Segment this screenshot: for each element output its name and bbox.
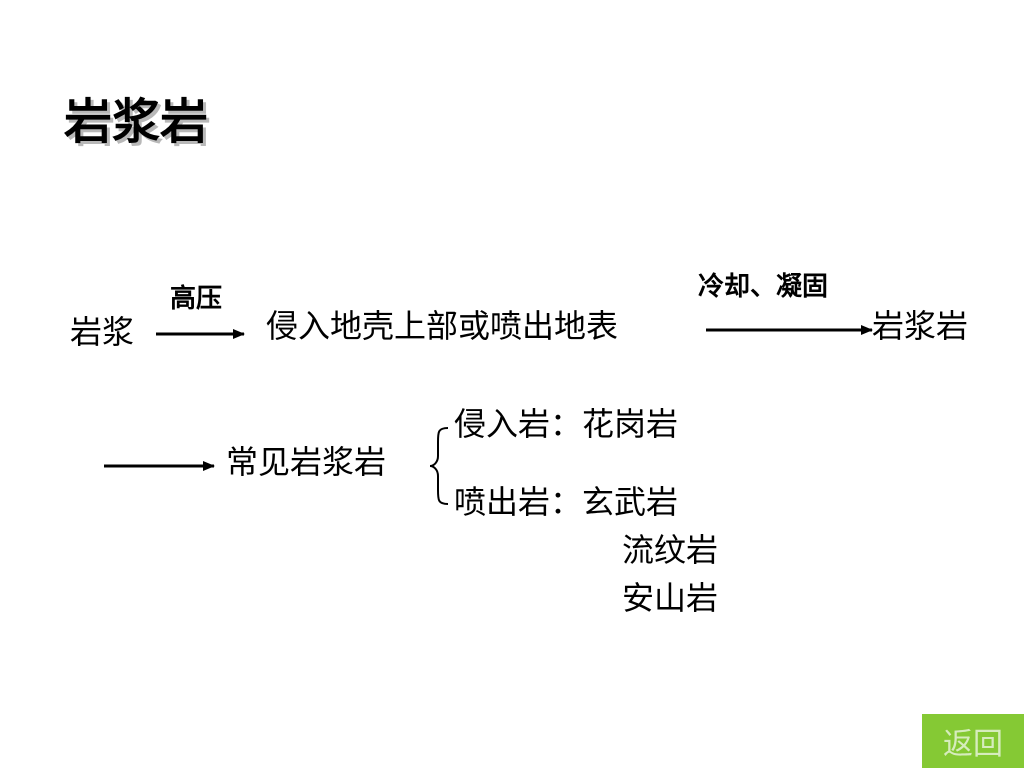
arrow-label-high-pressure: 高压 bbox=[170, 284, 223, 314]
left-brace bbox=[429, 427, 449, 505]
intrusive-rock-line: 侵入岩：花岗岩 bbox=[454, 405, 679, 443]
flow-middle-intrude-or-erupt: 侵入地壳上部或喷出地表 bbox=[266, 307, 619, 345]
common-igneous-label: 常见岩浆岩 bbox=[226, 443, 387, 481]
extrusive-rock-andesite: 安山岩 bbox=[622, 579, 719, 617]
extrusive-rock-line: 喷出岩：玄武岩 bbox=[454, 483, 679, 521]
extrusive-rock-rhyolite: 流纹岩 bbox=[622, 531, 719, 569]
page-title: 岩浆岩 bbox=[64, 94, 209, 150]
flow-start-magma: 岩浆 bbox=[70, 313, 135, 351]
return-button[interactable]: 返回 bbox=[922, 714, 1024, 768]
flow-end-igneous-rock: 岩浆岩 bbox=[872, 307, 969, 345]
arrow-label-cool-solidify: 冷却、凝固 bbox=[698, 272, 829, 302]
